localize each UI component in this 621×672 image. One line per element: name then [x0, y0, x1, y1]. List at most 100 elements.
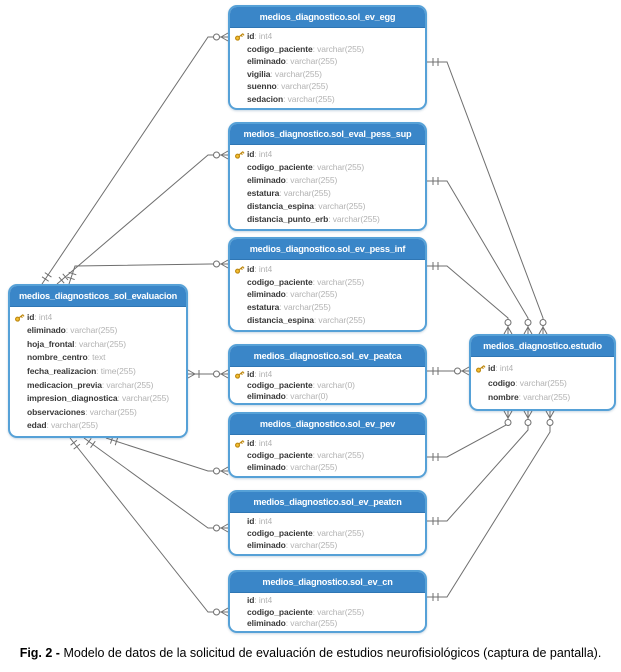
field-type: : varchar(255) — [279, 302, 331, 313]
field-row: codigo_paciente: varchar(255) — [234, 44, 422, 55]
field-type: : varchar(255) — [285, 56, 338, 67]
field-type: : varchar(255) — [285, 175, 338, 185]
crowfoot — [503, 326, 509, 335]
field-name: medicacion_previa — [27, 379, 102, 390]
field-name: codigo_paciente — [247, 162, 313, 172]
key-icon — [235, 33, 245, 42]
crowfoot — [220, 611, 229, 617]
field-type: : varchar(255) — [518, 392, 571, 403]
one-tick — [66, 276, 75, 281]
field-row: edad: varchar(255) — [14, 420, 183, 431]
crowfoot — [220, 466, 229, 472]
crowfoot — [461, 370, 470, 376]
field-name: id — [247, 516, 255, 526]
field-type: : varchar(0) — [312, 380, 355, 390]
field-name: codigo — [488, 377, 516, 388]
field-row: sedacion: varchar(255) — [234, 94, 422, 105]
field-row: eliminado: varchar(0) — [234, 391, 422, 402]
primary-key-gutter — [234, 369, 247, 380]
field-name: codigo_paciente — [247, 450, 313, 460]
entity-table-title: medios_diagnostico.sol_ev_egg — [230, 7, 425, 28]
primary-key-gutter — [234, 31, 247, 42]
zero-circle — [454, 367, 461, 375]
field-row: hoja_frontal: varchar(255) — [14, 339, 183, 350]
crowfoot — [538, 326, 544, 335]
crowfoot — [220, 523, 229, 529]
field-name: codigo_paciente — [247, 276, 313, 287]
crowfoot — [220, 150, 229, 156]
crowfoot — [507, 326, 513, 335]
field-type: : varchar(255) — [313, 201, 366, 211]
field-row: codigo_paciente: varchar(255) — [234, 277, 422, 288]
field-type: : varchar(255) — [312, 528, 365, 538]
zero-circle — [213, 151, 220, 159]
one-tick — [70, 439, 78, 446]
relationship-line-sol_ev_cn-estudio — [427, 411, 551, 598]
field-name: id — [247, 263, 255, 274]
one-tick — [44, 272, 52, 278]
field-row: eliminado: varchar(255) — [234, 462, 422, 473]
crowfoot — [220, 373, 229, 379]
one-tick — [41, 276, 49, 282]
field-name: sedacion — [247, 93, 284, 104]
relationship-line-sol_ev_pev-estudio — [427, 411, 509, 458]
entity-table-title: medios_diagnostico.estudio — [471, 336, 614, 357]
primary-key-gutter — [234, 264, 247, 275]
field-type: : varchar(255) — [312, 43, 365, 54]
one-tick — [62, 273, 69, 281]
crowfoot — [507, 410, 513, 419]
field-name: fecha_realizacion — [27, 365, 97, 376]
entity-table-title: medios_diagnostico.sol_ev_pev — [230, 414, 425, 435]
entity-table-title: medios_diagnosticos_sol_evaluacion — [10, 286, 186, 307]
key-icon — [235, 265, 245, 274]
zero-circle — [504, 419, 512, 426]
field-name: eliminado — [247, 462, 286, 472]
field-type: : int4 — [34, 311, 53, 322]
field-name: edad — [27, 420, 47, 431]
field-name: eliminado — [247, 391, 286, 401]
field-type: : int4 — [254, 595, 273, 606]
field-row: impresion_diagnostica: varchar(255) — [14, 393, 183, 404]
field-name: observaciones — [27, 406, 86, 417]
entity-table-title: medios_diagnostico.sol_eval_pess_sup — [230, 124, 425, 145]
field-row: fecha_realizacion: time(255) — [14, 366, 183, 377]
field-row: id: int4 — [14, 312, 183, 323]
field-type: : varchar(255) — [285, 540, 338, 550]
field-name: estatura — [247, 188, 280, 198]
field-name: nombre_centro — [27, 352, 88, 363]
field-type: : varchar(255) — [283, 93, 335, 104]
field-type: : text — [87, 352, 106, 363]
field-type: : varchar(255) — [313, 315, 366, 326]
field-row: id: int4 — [234, 516, 422, 527]
zero-circle — [524, 319, 532, 326]
field-row: id: int4 — [234, 438, 422, 449]
zero-circle — [546, 419, 554, 426]
crowfoot — [523, 410, 529, 419]
field-type: : varchar(255) — [285, 462, 338, 472]
field-name: eliminado — [247, 540, 286, 550]
field-type: : varchar(255) — [85, 406, 137, 417]
field-name: distancia_espina — [247, 315, 314, 326]
field-type: : varchar(255) — [312, 606, 365, 617]
relationship-line-sol_eval_pess_sup-estudio — [427, 180, 529, 334]
field-type: : varchar(255) — [312, 276, 365, 287]
field-name: codigo_paciente — [247, 606, 313, 617]
field-type: : varchar(255) — [279, 188, 331, 198]
entity-table-evaluacion: medios_diagnosticos_sol_evaluacion id: in… — [8, 284, 188, 438]
zero-circle — [213, 260, 220, 268]
zero-circle — [213, 370, 220, 378]
crowfoot — [220, 470, 229, 476]
field-name: estatura — [247, 302, 280, 313]
field-row: eliminado: varchar(255) — [234, 540, 422, 551]
field-row: nombre_centro: text — [14, 352, 183, 363]
